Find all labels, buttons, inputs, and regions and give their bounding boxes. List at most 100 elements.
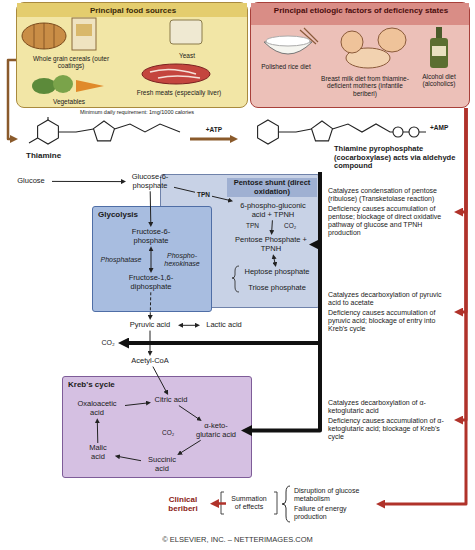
text-slot: Fresh meats (especially liver): [129, 89, 229, 96]
reaction-arrow: [215, 502, 226, 505]
panel-heading: Pentose shunt (direct oxidation): [227, 178, 317, 197]
metabolite-label: Citric acid: [151, 395, 191, 406]
node-text: Heptose phosphate: [243, 268, 311, 277]
cofactor-label: TPN: [244, 221, 261, 230]
text-slot: Whole grain cereals (outer coatings): [21, 55, 121, 70]
metabolite-label: Heptose phosphate: [241, 267, 313, 278]
node-text: Pentose Phosphate + TPNH: [235, 236, 307, 253]
enzyme-label: Phospho-hexokinase: [157, 251, 207, 269]
metabolite-label: Lactic acid: [200, 320, 248, 331]
bracket: [221, 492, 277, 514]
panel-heading: Kreb's cycle: [68, 380, 138, 389]
metabolite-label: Triose phosphate: [241, 283, 313, 294]
vegetable-icon: [32, 78, 56, 94]
node-text: Phospho-hexokinase: [159, 252, 205, 268]
metabolite-label: Acetyl-CoA: [120, 356, 180, 367]
edge-label-slot: TPN: [195, 190, 212, 199]
label-slot: © ELSEVIER, INC. – NETTERIMAGES.COM: [0, 536, 475, 545]
bottle-label-icon: [432, 46, 446, 56]
edge-label-slot: +ATP: [204, 125, 224, 134]
phosphate-group: [393, 127, 403, 137]
text-slot: Pentose shunt (direct oxidation): [227, 178, 317, 197]
bracket: [232, 266, 239, 292]
thiazole-ring: [312, 121, 333, 141]
meat-icon: [142, 64, 210, 84]
metabolite-label: Glucose: [10, 176, 52, 187]
reaction-arrow: [125, 403, 148, 406]
panel-heading: Principal food sources: [67, 6, 199, 15]
text-slot: Principal food sources: [67, 6, 199, 15]
panel-heading: Principal etiologic factors of deficienc…: [257, 6, 465, 15]
panel-text: Polished rice diet: [255, 63, 317, 70]
outcome-label: Clinical beriberi: [156, 494, 210, 514]
node-text: Disruption of glucose metabolism: [294, 487, 374, 503]
etiology-header-band: [251, 3, 469, 25]
copyright-footer: © ELSEVIER, INC. – NETTERIMAGES.COM: [0, 536, 475, 545]
edge-label: +ATP: [204, 125, 224, 134]
cereal-box-label: [76, 24, 92, 36]
reaction-product: +AMP: [430, 124, 448, 131]
effect-heading: Catalyzes condensation of pentose (ribul…: [328, 187, 452, 203]
node-text: Glucose-6-phosphate: [128, 173, 172, 190]
pathway-arrow: [125, 172, 320, 343]
node-text: Glucose: [12, 177, 50, 186]
node-text: Triose phosphate: [243, 284, 311, 293]
text-slot: Thiamine: [26, 151, 86, 160]
carrot-icon: [76, 80, 104, 92]
glycolysis-panel: GlycolysisFructose-6-phosphatePhosphatas…: [92, 206, 212, 312]
effect-note: Catalyzes decarboxylation of pyruvic aci…: [326, 290, 454, 334]
cocarboxylase-molecule: Thiamine pyrophosphate (cocarboxylase) a…: [238, 114, 460, 172]
label-slot: CO₂: [160, 428, 176, 437]
text-slot: Yeast: [165, 52, 209, 59]
metabolite-label: Fructose-6-phosphate: [123, 227, 179, 246]
panel-text: Alcohol diet (alcoholics): [411, 73, 467, 88]
byproduct-label: CO₂: [160, 428, 176, 437]
metabolite-label: CO₂: [98, 338, 118, 348]
bond-lines: [29, 117, 180, 143]
metabolite-label: Glucose-6-phosphate: [126, 172, 174, 191]
reaction-arrow: [8, 60, 16, 139]
reaction-arrow: [179, 406, 199, 420]
phosphate-group: [409, 127, 419, 137]
panel-text: Fresh meats (especially liver): [129, 89, 229, 96]
bottle-icon: [430, 38, 448, 68]
node-text: 6-phospho-gluconic acid + TPNH: [235, 202, 311, 219]
node-text: Phosphatase: [99, 256, 143, 264]
effect-note: Catalyzes condensation of pentose (ribul…: [326, 186, 454, 238]
text-slot: Thiamine pyrophosphate (cocarboxylase) a…: [334, 145, 458, 171]
byproduct-label: CO₂: [282, 221, 298, 230]
reaction-arrow: [118, 456, 141, 460]
bread-icon: [22, 23, 66, 49]
text-slot: Principal etiologic factors of deficienc…: [257, 6, 465, 15]
panel-text: Whole grain cereals (outer coatings): [21, 55, 121, 70]
metabolite-label: Malic acid: [81, 443, 115, 462]
text-slot: Breast milk diet from thiamine-deficient…: [319, 75, 411, 97]
panel-heading: Thiamine pyrophosphate (cocarboxylase) a…: [334, 145, 458, 171]
metabolite-label: Pentose Phosphate + TPNH: [233, 235, 309, 254]
krebs-cycle-panel: Kreb's cycleOxaloacetic acidCitric acidα…: [62, 376, 252, 478]
reaction-arrow: [150, 191, 152, 224]
pathway-arrow: [248, 172, 320, 431]
summary-label: Summation of effects: [226, 494, 272, 512]
edge-label: TPN: [195, 190, 212, 199]
node-text: Summation of effects: [228, 495, 270, 511]
pathway-arrow: [190, 138, 233, 141]
node-text: CO₂: [100, 339, 116, 347]
panel-text: Vegetables: [27, 98, 111, 105]
rice-icon: [266, 36, 310, 46]
label-slot: +AMP: [430, 124, 448, 131]
bond-lines: [278, 124, 426, 132]
panel-text: Breast milk diet from thiamine-deficient…: [319, 75, 411, 97]
text-slot: Vegetables: [27, 98, 111, 105]
node-text: Failure of energy production: [294, 505, 374, 521]
reaction-arrow: [151, 249, 152, 270]
meat-marbling: [150, 69, 200, 78]
pathway-arrow: [381, 108, 466, 504]
bread-slices: [34, 23, 54, 49]
vegetable-icon: [53, 75, 73, 93]
requirement-note: Minimum daily requirement: 1mg/1000 calo…: [62, 109, 212, 115]
panel-heading: Thiamine: [26, 151, 86, 160]
panel-text: Yeast: [165, 52, 209, 59]
